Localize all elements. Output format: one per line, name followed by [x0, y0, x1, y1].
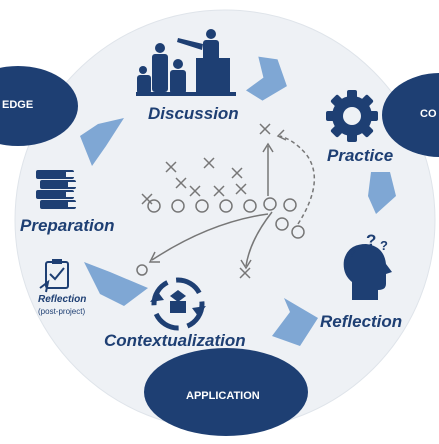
svg-text:?: ? [366, 231, 376, 250]
concepts-oval [382, 73, 439, 157]
reflection-label: Reflection [320, 312, 403, 331]
arrow-discussion-to-practice [245, 56, 287, 101]
application-oval-label: APPLICATION [186, 390, 260, 402]
speaker-audience-icon [136, 29, 236, 96]
preparation-label: Preparation [20, 216, 115, 235]
post-reflection-title: Reflection [38, 294, 87, 305]
arrow-practice-to-reflection [368, 172, 396, 214]
discussion-label: Discussion [148, 104, 239, 123]
recycle-box-icon [150, 277, 206, 331]
arrow-reflection-to-contextualization [272, 298, 318, 346]
svg-text:?: ? [349, 248, 356, 260]
arrow-contextualization-to-post-reflection [84, 262, 148, 306]
knowledge-oval-label: EDGE [2, 99, 34, 111]
contextualization-label: Contextualization [104, 331, 246, 350]
clipboard-check-icon [39, 259, 69, 293]
thinking-head-icon: ? ? ? [343, 231, 392, 300]
post-reflection-subtitle: (post-project) [38, 307, 86, 316]
application-oval [144, 348, 308, 436]
arrow-preparation-to-discussion [80, 118, 124, 166]
concepts-oval-label: CO [420, 108, 437, 120]
knowledge-oval [0, 66, 78, 146]
play-diagram [136, 123, 316, 279]
gear-icon [326, 90, 378, 142]
practice-label: Practice [327, 146, 394, 165]
books-icon [36, 170, 76, 209]
svg-text:?: ? [380, 238, 388, 253]
